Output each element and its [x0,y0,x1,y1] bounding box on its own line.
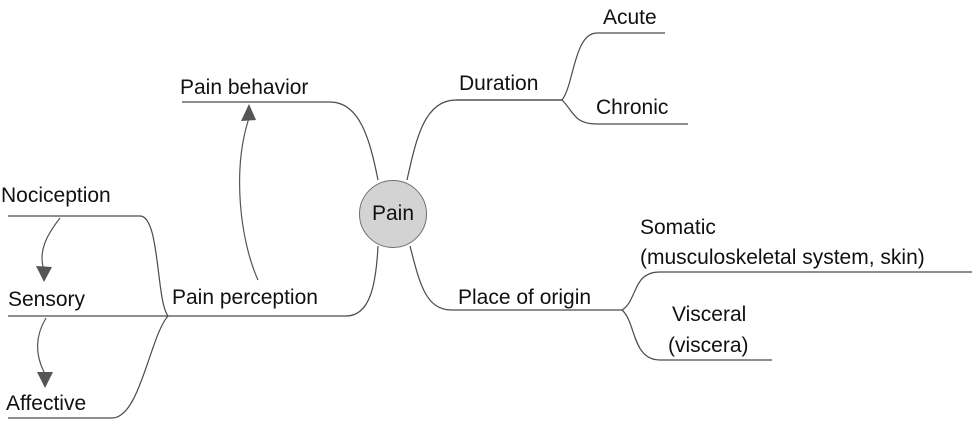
label-somatic: Somatic [640,216,716,239]
label-visceral-detail: (viscera) [668,334,749,357]
label-acute: Acute [603,6,657,29]
connector-place-of-origin [409,245,622,311]
label-sensory: Sensory [8,288,86,311]
arrowhead-behavior [241,104,256,121]
connector-chronic [561,99,688,125]
arrow-sensory-to-affective [36,317,47,373]
connector-somatic [621,271,972,311]
connector-nociception [8,215,169,317]
center-node-pain: Pain [359,180,427,248]
label-pain-perception: Pain perception [172,286,318,309]
connector-pain-perception [168,245,379,317]
label-nociception: Nociception [1,184,111,207]
label-place-of-origin: Place of origin [458,286,592,309]
label-visceral: Visceral [672,303,747,326]
connector-affective [8,315,169,419]
arrowhead-affective [37,372,53,388]
arrow-perception-to-behavior [239,117,259,281]
center-label: Pain [371,202,415,225]
label-duration: Duration [459,72,539,95]
arrowhead-sensory [36,266,52,282]
label-pain-behavior: Pain behavior [180,76,309,99]
arrow-nociception-to-sensory [41,217,61,271]
connector-pain-behavior [182,101,379,181]
label-somatic-detail: (musculoskeletal system, skin) [640,246,925,269]
connector-duration [406,99,562,181]
label-chronic: Chronic [596,96,669,119]
connector-acute [561,32,665,101]
connector-visceral [621,309,772,361]
label-affective: Affective [6,392,87,415]
